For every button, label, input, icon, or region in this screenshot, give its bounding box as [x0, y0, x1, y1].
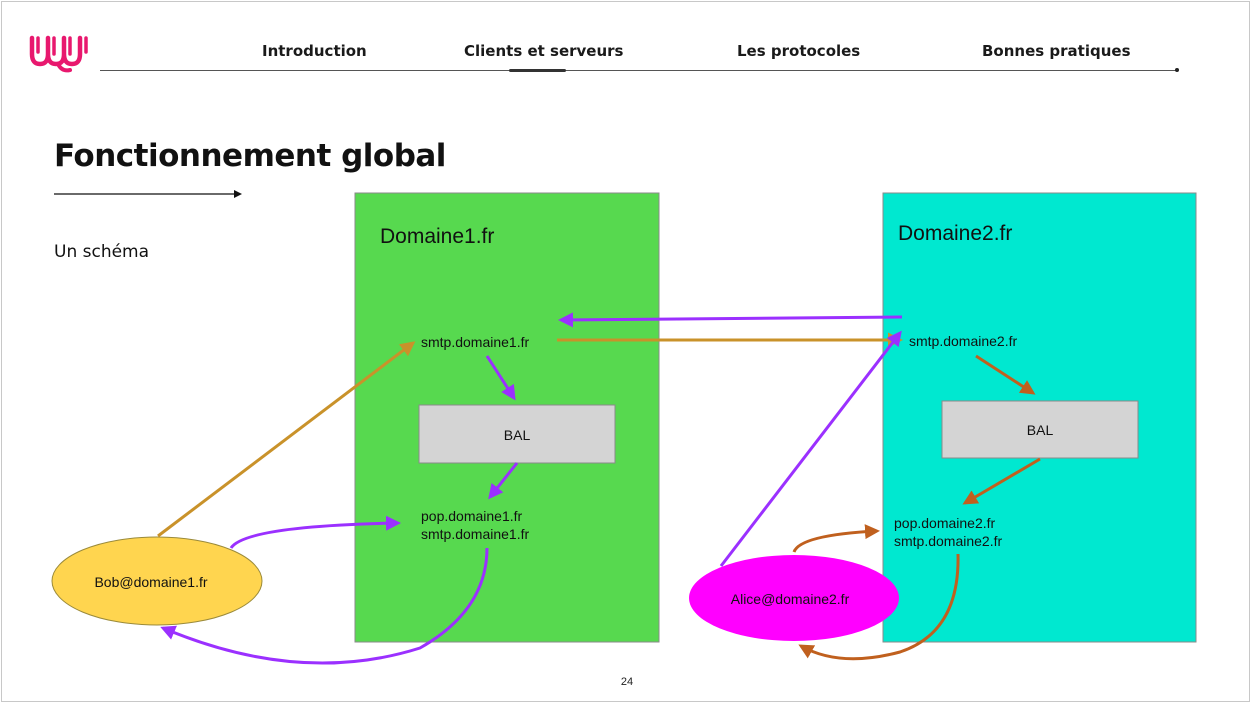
nav-item-bonnes-pratiques[interactable]: Bonnes pratiques: [982, 42, 1131, 60]
arrow-bal1-to-pop1: [488, 462, 519, 500]
pop2-label: pop.domaine2.fr: [894, 515, 996, 531]
bob-node: [51, 536, 263, 626]
page-number: 24: [620, 676, 634, 688]
arrow-pop1-to-bob: [160, 547, 489, 665]
arrow-smtp2-to-smtp1: [558, 312, 903, 328]
title-underline-arrow-icon: [54, 190, 242, 198]
nav-divider: [100, 70, 1178, 71]
smtp2-label: smtp.domaine2.fr: [909, 333, 1017, 349]
arrow-smtp2-to-bal2: [975, 354, 1036, 395]
page-subtitle: Un schéma: [54, 242, 150, 262]
nav-active-indicator: [509, 69, 566, 72]
pop2-smtp-label: smtp.domaine2.fr: [894, 533, 1002, 549]
page-title: Fonctionnement global: [54, 138, 446, 174]
arrow-bal2-to-pop2: [962, 457, 1041, 505]
nav-item-clients-et-serveurs[interactable]: Clients et serveurs: [464, 42, 624, 60]
alice-label: Alice@domaine2.fr: [731, 591, 850, 607]
bal2-box: [941, 400, 1139, 459]
brand-logo-icon: [29, 35, 88, 73]
arrow-alice-to-smtp2: [719, 330, 902, 567]
nav-item-les-protocoles[interactable]: Les protocoles: [737, 42, 861, 60]
arrow-smtp1-to-bal1: [485, 355, 516, 401]
nav-item-introduction[interactable]: Introduction: [262, 42, 367, 60]
smtp1-label: smtp.domaine1.fr: [421, 334, 529, 350]
domain2-label: Domaine2.fr: [898, 222, 1012, 245]
domain1-label: Domaine1.fr: [380, 225, 494, 248]
arrow-bob-to-smtp1: [157, 341, 416, 538]
bal1-label: BAL: [504, 427, 531, 443]
bal1-box: [418, 404, 616, 464]
arrow-pop2-to-alice: [798, 553, 960, 661]
alice-node: [689, 555, 899, 641]
bob-label: Bob@domaine1.fr: [94, 574, 207, 590]
pop1-smtp-label: smtp.domaine1.fr: [421, 526, 529, 542]
bal2-label: BAL: [1027, 422, 1054, 438]
arrow-alice-to-pop2: [792, 524, 880, 553]
nav-divider-end-dot: [1175, 68, 1179, 72]
pop1-label: pop.domaine1.fr: [421, 508, 523, 524]
arrow-bob-to-pop1: [229, 515, 401, 549]
